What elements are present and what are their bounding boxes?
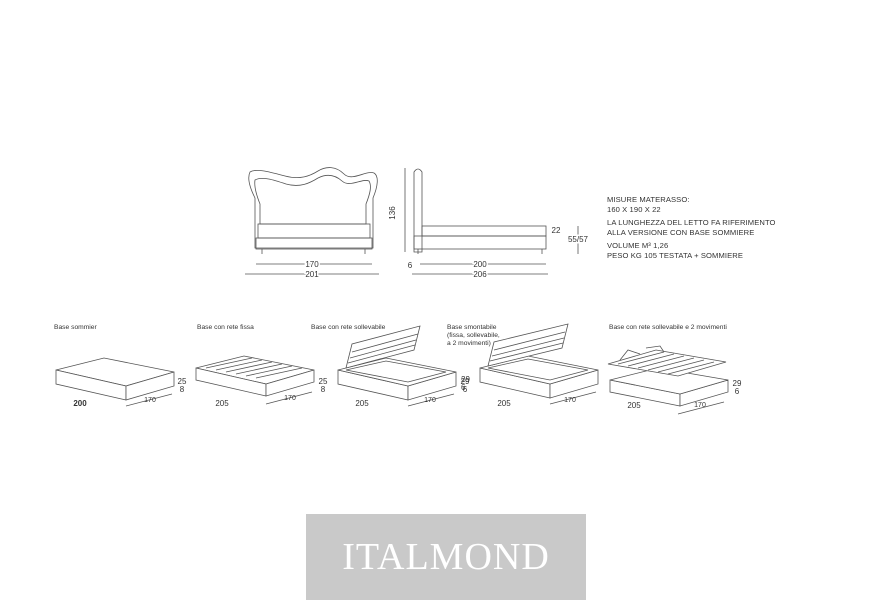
sommier-length: 200 bbox=[73, 399, 87, 408]
sollevabile-length: 205 bbox=[355, 399, 369, 408]
front-view bbox=[245, 167, 379, 275]
label-smontabile-line-3: a 2 movimenti) bbox=[447, 340, 491, 347]
base-sollevabile-drawing bbox=[337, 325, 457, 407]
movimenti-dim bbox=[677, 401, 725, 415]
spec-mattress-size: 160 X 190 X 22 bbox=[607, 204, 661, 214]
label-base-sollevabile: Base con rete sollevabile bbox=[311, 324, 386, 331]
base-smontabile-drawing bbox=[479, 323, 599, 405]
sollevabile-h2: 6 bbox=[463, 385, 468, 394]
sollevabile-width: 170 bbox=[424, 397, 436, 404]
label-base-sommier: Base sommier bbox=[54, 324, 97, 331]
mattress-specs: MISURE MATERASSO: 160 X 190 X 22 LA LUNG… bbox=[607, 195, 807, 264]
sommier-h1: 25 bbox=[178, 377, 187, 386]
side-length-inner: 200 bbox=[473, 260, 487, 269]
label-base-2-movimenti: Base con rete sollevabile e 2 movimenti bbox=[609, 324, 727, 331]
frame-height: 55/57 bbox=[568, 235, 589, 244]
movimenti-box-rim bbox=[609, 367, 729, 395]
movimenti-length: 205 bbox=[627, 401, 641, 410]
spec-volume: VOLUME M³ 1,26 bbox=[607, 241, 669, 250]
sollevabile-dim bbox=[407, 393, 455, 407]
spec-weight: PESO KG 105 TESTATA + SOMMIERE bbox=[607, 250, 743, 260]
rete-fissa-side bbox=[265, 369, 315, 397]
mattress-front bbox=[257, 223, 371, 239]
base-front bbox=[255, 237, 373, 250]
rete-fissa-slats bbox=[205, 357, 303, 379]
label-base-smontabile: Base smontabile (fissa, sollevabile, a 2… bbox=[447, 324, 500, 348]
sollevabile-lid-slats bbox=[347, 333, 419, 364]
label-smontabile-line-2: (fissa, sollevabile, bbox=[447, 332, 500, 339]
front-width-outer: 201 bbox=[305, 270, 319, 279]
rete-fissa-h2: 8 bbox=[321, 385, 326, 394]
movimenti-rete-slats bbox=[617, 351, 715, 375]
base-rete-fissa-drawing bbox=[195, 355, 315, 405]
headboard-inner bbox=[254, 174, 371, 225]
sollevabile-inner bbox=[345, 360, 447, 383]
front-width-inner: 170 bbox=[305, 260, 319, 269]
side-height: 136 bbox=[388, 206, 397, 220]
spec-mattress-title: MISURE MATERASSO: bbox=[607, 195, 690, 204]
smontabile-heights: 29 6 bbox=[461, 376, 470, 392]
rete-fissa-dim bbox=[265, 391, 313, 405]
headboard-side bbox=[413, 168, 423, 253]
smontabile-inner bbox=[487, 358, 589, 381]
movimenti-top-rete bbox=[607, 349, 727, 377]
smontabile-h2-label: 6 bbox=[461, 383, 466, 392]
sommier-dim bbox=[125, 393, 173, 407]
movimenti-h2: 6 bbox=[735, 387, 740, 396]
italmond-logo: ITALMOND bbox=[306, 514, 586, 600]
base-2-movimenti-drawing bbox=[607, 345, 729, 415]
smontabile-width: 170 bbox=[564, 397, 576, 404]
headboard-outline bbox=[248, 167, 378, 249]
spec-length-note-1: LA LUNGHEZZA DEL LETTO FA RIFERIMENTO bbox=[607, 218, 776, 227]
movimenti-head-lift bbox=[619, 345, 665, 361]
movimenti-h1: 29 bbox=[733, 379, 742, 388]
side-length-outer: 206 bbox=[473, 270, 487, 279]
side-offset: 6 bbox=[408, 261, 413, 270]
rete-fissa-h1: 25 bbox=[319, 377, 328, 386]
base-side bbox=[413, 235, 547, 250]
smontabile-lid bbox=[487, 323, 569, 367]
side-view bbox=[404, 168, 579, 275]
label-base-rete-fissa: Base con rete fissa bbox=[197, 324, 254, 331]
base-sommier-drawing bbox=[55, 357, 175, 407]
mattress-side bbox=[421, 225, 547, 237]
mattress-height: 22 bbox=[552, 226, 561, 235]
spec-length-note-2: ALLA VERSIONE CON BASE SOMMIERE bbox=[607, 227, 755, 237]
movimenti-width: 170 bbox=[694, 402, 706, 409]
smontabile-lid-slats bbox=[489, 331, 566, 362]
sollevabile-h1: 29 bbox=[461, 377, 470, 386]
smontabile-length: 205 bbox=[497, 399, 511, 408]
rete-fissa-length: 205 bbox=[215, 399, 229, 408]
smontabile-h1-label: 29 bbox=[461, 375, 470, 384]
rete-fissa-width: 170 bbox=[284, 395, 296, 402]
sommier-h2: 8 bbox=[180, 385, 185, 394]
smontabile-dim bbox=[549, 391, 597, 405]
sommier-width: 170 bbox=[144, 397, 156, 404]
sommier-side bbox=[125, 371, 175, 401]
label-smontabile-line-1: Base smontabile bbox=[447, 324, 497, 331]
sollevabile-lid bbox=[345, 325, 421, 369]
logo-text: ITALMOND bbox=[342, 536, 550, 578]
